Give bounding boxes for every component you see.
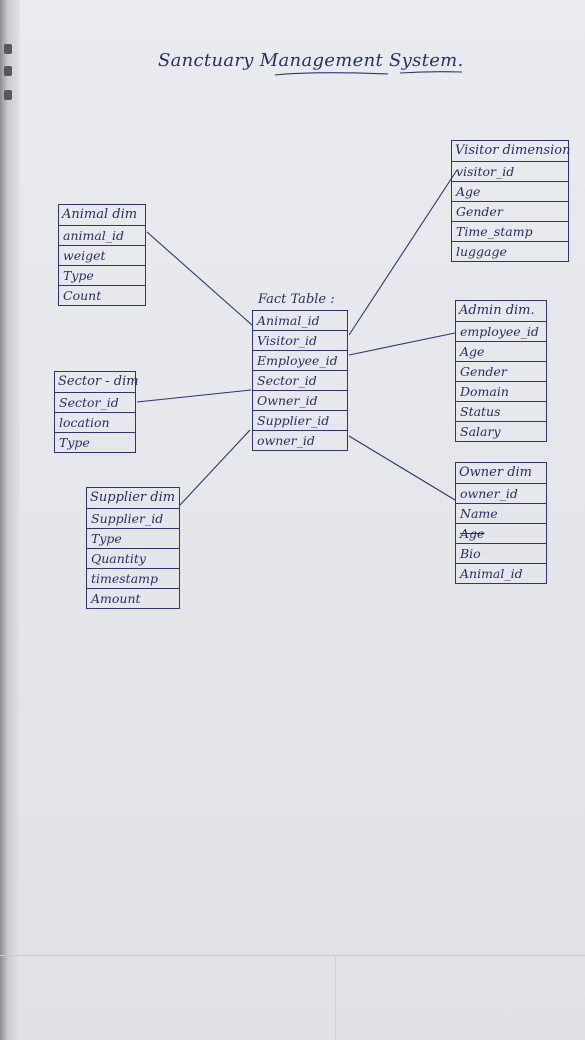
visitor-row: visitor_id (456, 164, 515, 179)
link-admin-fact (348, 332, 456, 356)
animal-row: Type (59, 265, 145, 285)
supplier-row: Amount (87, 588, 179, 608)
link-sector-fact (136, 389, 252, 403)
owner-row: owner_id (460, 486, 518, 501)
fold-crease (335, 955, 336, 1040)
fact-row: Employee_id (253, 350, 347, 370)
fact-row: owner_id (253, 430, 347, 450)
animal-dim-title: Animal dim (58, 204, 146, 225)
admin-row: Domain (456, 381, 546, 401)
animal-dim-rows: animal_id weiget Type Count (58, 225, 146, 306)
notebook-edge (0, 0, 20, 1040)
admin-dim-title: Admin dim. (455, 300, 547, 321)
sector-dim-title: Sector - dim (54, 371, 139, 392)
animal-row: Count (59, 285, 145, 305)
link-visitor-fact (348, 169, 458, 336)
sector-row: Sector_id (59, 395, 119, 410)
supplier-dim-title: Supplier dim (86, 487, 180, 508)
admin-dim-rows: employee_id Age Gender Domain Status Sal… (455, 321, 547, 442)
supplier-row: Quantity (87, 548, 179, 568)
supplier-row: timestamp (87, 568, 179, 588)
sector-row: Type (55, 432, 135, 452)
edge-mark (4, 90, 12, 100)
supplier-row: Type (87, 528, 179, 548)
supplier-dim-table: Supplier dim Supplier_id Type Quantity t… (86, 487, 180, 609)
admin-dim-table: Admin dim. employee_id Age Gender Domain… (455, 300, 547, 442)
visitor-dim-rows: visitor_id Age Gender Time_stamp luggage (451, 161, 569, 262)
page-title: Sanctuary Management System. (158, 50, 464, 71)
edge-mark (4, 44, 12, 54)
owner-row: Name (456, 503, 546, 523)
admin-row: employee_id (460, 324, 539, 339)
fact-row: Visitor_id (253, 330, 347, 350)
edge-mark (4, 66, 12, 76)
owner-row: Age (456, 523, 546, 543)
fact-row: Owner_id (253, 390, 347, 410)
owner-row: Animal_id (456, 563, 546, 583)
animal-row: animal_id (63, 228, 125, 243)
admin-row: Gender (456, 361, 546, 381)
fact-row: Sector_id (253, 370, 347, 390)
owner-dim-table: Owner dim owner_id Name Age Bio Animal_i… (455, 462, 547, 584)
animal-dim-table: Animal dim animal_id weiget Type Count (58, 204, 146, 306)
owner-row: Bio (456, 543, 546, 563)
link-animal-fact (146, 231, 253, 326)
page-fold (0, 955, 585, 956)
owner-dim-title: Owner dim (455, 462, 547, 483)
fact-row: Supplier_id (253, 410, 347, 430)
sector-row: location (55, 412, 135, 432)
visitor-dim-title: Visitor dimension (451, 140, 570, 161)
link-owner-fact (348, 435, 456, 501)
supplier-dim-rows: Supplier_id Type Quantity timestamp Amou… (86, 508, 180, 609)
admin-row: Age (456, 341, 546, 361)
visitor-row: Time_stamp (452, 221, 568, 241)
fact-table-title: Fact Table : (258, 292, 335, 307)
fact-table: Fact Table : Animal_id Visitor_id Employ… (252, 290, 348, 451)
supplier-row: Supplier_id (91, 511, 164, 526)
visitor-row: Age (452, 181, 568, 201)
fact-row: Animal_id (257, 313, 320, 328)
sector-dim-table: Sector - dim Sector_id location Type (54, 371, 139, 453)
owner-dim-rows: owner_id Name Age Bio Animal_id (455, 483, 547, 584)
visitor-row: Gender (452, 201, 568, 221)
title-underline-system (399, 71, 463, 74)
admin-row: Salary (456, 421, 546, 441)
title-underline-management (274, 72, 389, 76)
visitor-row: luggage (452, 241, 568, 261)
animal-row: weiget (59, 245, 145, 265)
admin-row: Status (456, 401, 546, 421)
fact-table-rows: Animal_id Visitor_id Employee_id Sector_… (252, 310, 348, 451)
sector-dim-rows: Sector_id location Type (54, 392, 136, 453)
visitor-dim-table: Visitor dimension visitor_id Age Gender … (451, 140, 570, 262)
link-supplier-fact (179, 429, 251, 506)
